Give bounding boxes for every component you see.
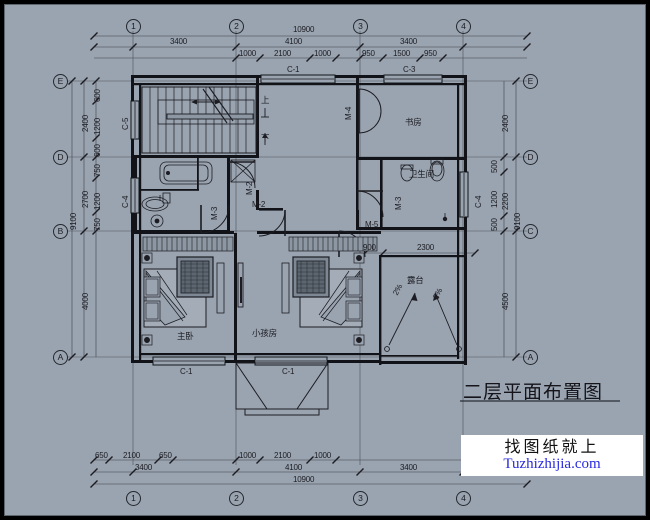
dim-bottom-bay-2: 4100 [285, 463, 302, 472]
dim-top-overall: 10900 [293, 25, 315, 34]
dim-left-sub-mid-1: 750 [93, 164, 102, 177]
dim-top-sub-2: 2100 [274, 49, 291, 58]
dim-bottom-overall: 10900 [293, 475, 315, 484]
dim-bottom-bay-3: 3400 [400, 463, 417, 472]
dim-left-overall: 9100 [69, 213, 78, 230]
dim-terrace-2300: 2300 [417, 243, 434, 252]
door-label-m2-vert: M-2 [245, 181, 254, 195]
grid-bubble-top-4: 4 [456, 19, 471, 34]
dim-right-overall: 9100 [513, 213, 522, 230]
dim-top-sub-1: 1000 [239, 49, 256, 58]
dim-left-bay-1: 2400 [81, 115, 90, 132]
grid-bubble-top-3: 3 [353, 19, 368, 34]
dim-left-sub-mid-2: 1200 [93, 193, 102, 210]
grid-bubble-top-1: 1 [126, 19, 141, 34]
window-label-c1-bottom-left: C-1 [180, 367, 193, 376]
dim-bottom-sub-3: 650 [159, 451, 172, 460]
dim-left-sub-mid-3: 750 [93, 218, 102, 231]
floorplan-canvas [67, 31, 620, 489]
dim-left-bay-3: 4000 [81, 293, 90, 310]
grid-bubble-bottom-3: 3 [353, 491, 368, 506]
grid-bubble-right-c: C [523, 224, 538, 239]
dim-top-sub-4: 950 [362, 49, 375, 58]
grid-bubble-bottom-2: 2 [229, 491, 244, 506]
drawing-sheet: 1 2 3 4 1 2 3 4 E D B A E D C A 10900 34… [4, 4, 646, 516]
room-label-child-bed: 小孩房 [252, 329, 277, 339]
grid-bubble-right-e: E [523, 74, 538, 89]
dim-top-sub-6: 950 [424, 49, 437, 58]
dim-top-bay-1: 3400 [170, 37, 187, 46]
grid-bubble-left-b: B [53, 224, 68, 239]
window-label-c4-right: C-4 [474, 195, 483, 208]
window-label-c3: C-3 [403, 65, 416, 74]
watermark-chinese-text: 找图纸就上 [504, 437, 600, 456]
dim-right-sub-3: 500 [490, 218, 499, 231]
dim-bottom-sub-1: 650 [95, 451, 108, 460]
dim-right-bay-3: 4500 [501, 293, 510, 310]
window-label-c5: C-5 [121, 117, 130, 130]
dim-bottom-sub-6: 1000 [314, 451, 331, 460]
watermark-url[interactable]: Tuzhizhijia.com [503, 456, 601, 472]
window-label-c1-bottom-right: C-1 [282, 367, 295, 376]
door-label-m3-right: M-3 [394, 196, 403, 210]
dim-top-sub-3: 1000 [314, 49, 331, 58]
window-label-c4-left: C-4 [121, 195, 130, 208]
dim-right-bay-2: 2200 [501, 193, 510, 210]
drawing-title: 二层平面布置图 [463, 381, 604, 403]
dim-right-sub-2: 1200 [490, 191, 499, 208]
grid-bubble-bottom-1: 1 [126, 491, 141, 506]
grid-bubble-top-2: 2 [229, 19, 244, 34]
grid-bubble-left-e: E [53, 74, 68, 89]
grid-bubble-right-d: D [523, 150, 538, 165]
dim-left-sub-top-1: 600 [93, 89, 102, 102]
dim-left-sub-top-3: 600 [93, 144, 102, 157]
dim-bottom-bay-1: 3400 [135, 463, 152, 472]
room-label-study: 书房 [405, 118, 422, 128]
stair-down-label: 下 [261, 134, 270, 144]
grid-bubble-right-a: A [523, 350, 538, 365]
grid-bubble-left-d: D [53, 150, 68, 165]
dim-left-bay-2: 2700 [81, 191, 90, 208]
room-label-terrace: 露台 [407, 276, 424, 286]
dim-right-sub-1: 500 [490, 160, 499, 173]
dim-bottom-sub-2: 2100 [123, 451, 140, 460]
watermark-box: 找图纸就上 Tuzhizhijia.com [461, 435, 643, 476]
stair-up-label: 上 [261, 96, 270, 106]
dim-top-bay-2: 4100 [285, 37, 302, 46]
dim-bottom-sub-5: 2100 [274, 451, 291, 460]
door-label-m5: M-5 [365, 220, 379, 229]
dim-terrace-900: 900 [363, 243, 376, 252]
dim-left-sub-top-2: 1200 [93, 118, 102, 135]
grid-bubble-bottom-4: 4 [456, 491, 471, 506]
grid-bubble-left-a: A [53, 350, 68, 365]
window-label-c1-top: C-1 [287, 65, 300, 74]
dim-top-bay-3: 3400 [400, 37, 417, 46]
dim-top-sub-5: 1500 [393, 49, 410, 58]
door-label-m3-left: M-3 [210, 206, 219, 220]
door-label-m4: M-4 [344, 106, 353, 120]
room-label-master-bed: 主卧 [177, 332, 194, 342]
room-label-bathroom: 卫生间 [409, 170, 434, 180]
door-label-m2-horiz: M-2 [252, 200, 266, 209]
dim-right-bay-1: 2400 [501, 115, 510, 132]
dim-bottom-sub-4: 1000 [239, 451, 256, 460]
